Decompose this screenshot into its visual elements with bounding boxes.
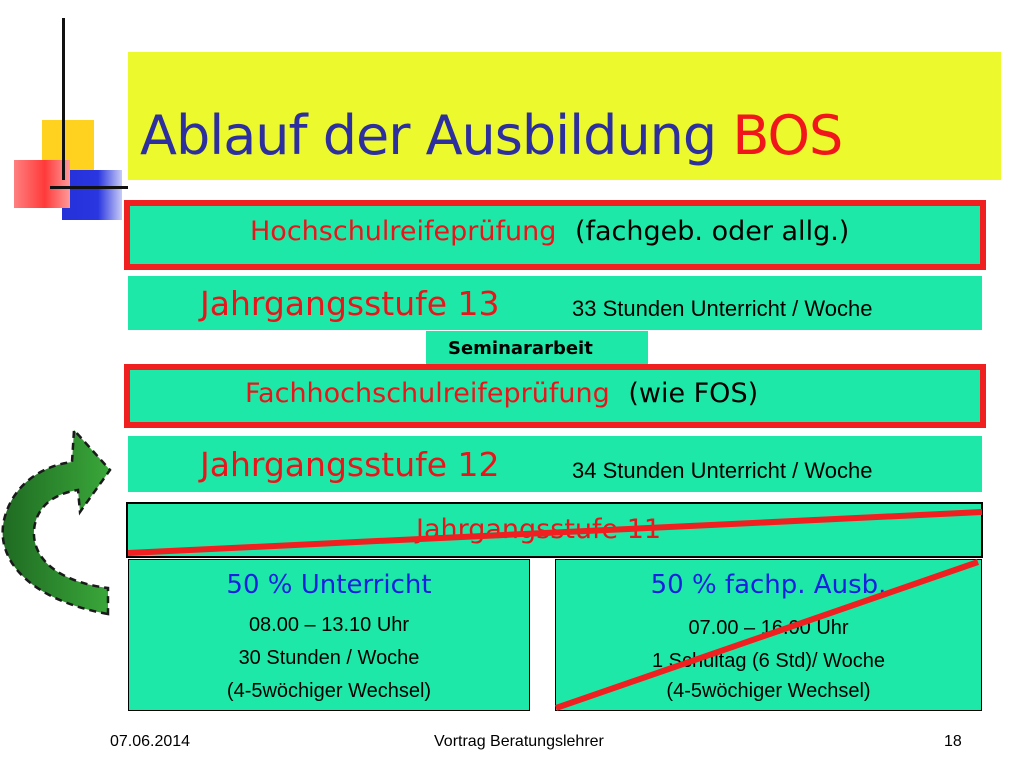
- footer-center: Vortrag Beratungslehrer: [434, 733, 604, 750]
- stufe13-note: 33 Stunden Unterricht / Woche: [572, 296, 873, 321]
- unterricht-line1: 08.00 – 13.10 Uhr: [248, 614, 410, 636]
- fachhochschulreife-label: Fachhochschulreifeprüfung: [245, 378, 610, 409]
- title-accent: BOS: [732, 104, 843, 167]
- stufe13-label: Jahrgangsstufe 13: [200, 284, 500, 323]
- decor-blue-square: [62, 170, 122, 220]
- curved-arrow-icon: [1, 426, 112, 616]
- stufe11-strike-line: [127, 509, 983, 556]
- stufe12-box: [128, 436, 982, 492]
- fachhochschulreife-note: (wie FOS): [628, 378, 759, 409]
- seminararbeit-label: Seminararbeit: [448, 338, 593, 359]
- decor-horizontal-line: [50, 186, 128, 189]
- unterricht-box: [128, 559, 530, 711]
- footer-page-number: 18: [944, 733, 962, 750]
- footer-date: 07.06.2014: [110, 733, 191, 750]
- unterricht-line2: 30 Stunden / Woche: [238, 647, 420, 669]
- stufe12-note: 34 Stunden Unterricht / Woche: [572, 458, 873, 483]
- stufe12-label: Jahrgangsstufe 12: [200, 445, 500, 484]
- fachpraxis-line3: (4-5wöchiger Wechsel): [666, 680, 871, 702]
- hochschulreife-box: [124, 200, 986, 270]
- unterricht-line3: (4-5wöchiger Wechsel): [226, 680, 432, 702]
- hochschulreife-label: Hochschulreifeprüfung: [250, 216, 557, 247]
- fachpraxis-heading: 50 % fachp. Ausb.: [650, 570, 887, 600]
- decor-vertical-line: [62, 18, 65, 180]
- fachhochschulreife-box: [124, 364, 986, 428]
- title-main: Ablauf der Ausbildung: [140, 104, 717, 167]
- seminararbeit-box: [426, 331, 648, 365]
- page-title: Ablauf der Ausbildung BOS: [140, 104, 843, 167]
- hochschulreife-note: (fachgeb. oder allg.): [574, 216, 850, 247]
- unterricht-heading: 50 % Unterricht: [226, 570, 432, 600]
- fachhochschulreife-row: Fachhochschulreifeprüfung (wie FOS): [245, 378, 758, 409]
- title-bar: [128, 52, 1001, 180]
- decor-red-square: [14, 160, 70, 208]
- fachpraxis-strike-line: [555, 559, 979, 711]
- stufe13-box: [128, 276, 982, 330]
- hochschulreife-row: Hochschulreifeprüfung (fachgeb. oder all…: [250, 216, 849, 247]
